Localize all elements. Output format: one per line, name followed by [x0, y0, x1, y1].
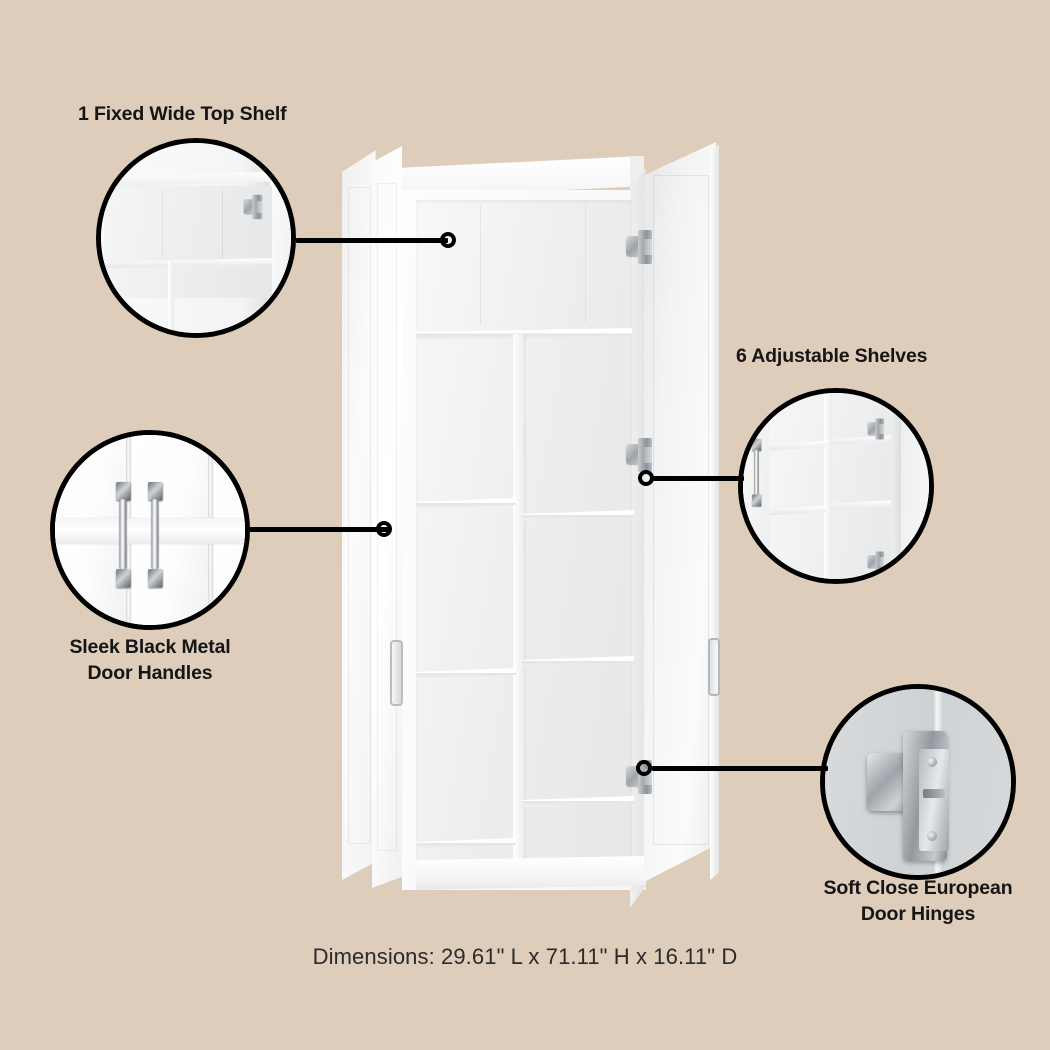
callout-detail-door-hinges — [825, 689, 1011, 875]
cabinet-left-door-inner — [372, 146, 402, 888]
connector-marker-fixed-wide-top-shelf — [440, 232, 456, 248]
adjustable-shelf — [522, 656, 634, 667]
callout-circle-fixed-wide-top-shelf — [96, 138, 296, 338]
back-panel-seam — [480, 204, 481, 324]
connector-marker-adjustable-shelves — [638, 470, 654, 486]
adjustable-shelf — [416, 668, 516, 679]
callout-detail-adjustable-shelves — [743, 393, 929, 579]
product-image-cabinet — [330, 138, 730, 913]
hinge-icon — [626, 438, 652, 472]
adjustable-shelf — [416, 838, 516, 849]
connector-marker-door-hinges — [636, 760, 652, 776]
cabinet-interior — [416, 200, 632, 872]
callout-label-adjustable-shelves: 6 Adjustable Shelves — [736, 345, 928, 367]
cabinet-left-door-outer — [342, 150, 376, 880]
callout-label-door-handles: Sleek Black Metal Door Handles — [69, 636, 231, 684]
connector-line-fixed-wide-top-shelf — [296, 238, 448, 243]
hinge-icon — [868, 551, 885, 573]
cabinet-center-divider — [513, 334, 524, 872]
adjustable-shelf — [416, 498, 516, 509]
handle-icon — [751, 438, 761, 507]
connector-line-door-handles — [248, 527, 388, 532]
right-door-handle — [708, 638, 720, 696]
adjustable-shelf — [522, 510, 634, 521]
callout-detail-door-handles — [55, 435, 245, 625]
connector-marker-door-handles — [376, 521, 392, 537]
callout-detail-top-shelf — [101, 143, 291, 333]
back-panel-seam — [585, 204, 586, 324]
cabinet-right-side-panel — [630, 168, 646, 908]
connector-line-door-hinges — [652, 766, 828, 771]
handle-icon — [148, 482, 163, 588]
cabinet-base-plinth — [416, 856, 646, 890]
callout-circle-adjustable-shelves — [738, 388, 934, 584]
dimensions-text: Dimensions: 29.61" L x 71.11" H x 16.11"… — [312, 944, 738, 969]
cabinet-right-door-edge — [710, 144, 719, 880]
cabinet-right-door — [644, 142, 716, 882]
hinge-icon — [868, 417, 885, 440]
connector-line-adjustable-shelves — [652, 476, 744, 481]
hinge-icon — [243, 194, 263, 220]
adjustable-shelf — [522, 796, 634, 807]
callout-circle-door-handles — [50, 430, 250, 630]
left-door-handle — [390, 640, 403, 706]
handle-icon — [116, 482, 131, 588]
callout-circle-door-hinges — [820, 684, 1016, 880]
hinge-icon — [626, 230, 652, 264]
callout-label-fixed-wide-top-shelf: 1 Fixed Wide Top Shelf — [78, 103, 287, 125]
callout-label-door-hinges: Soft Close European Door Hinges — [823, 877, 1013, 925]
